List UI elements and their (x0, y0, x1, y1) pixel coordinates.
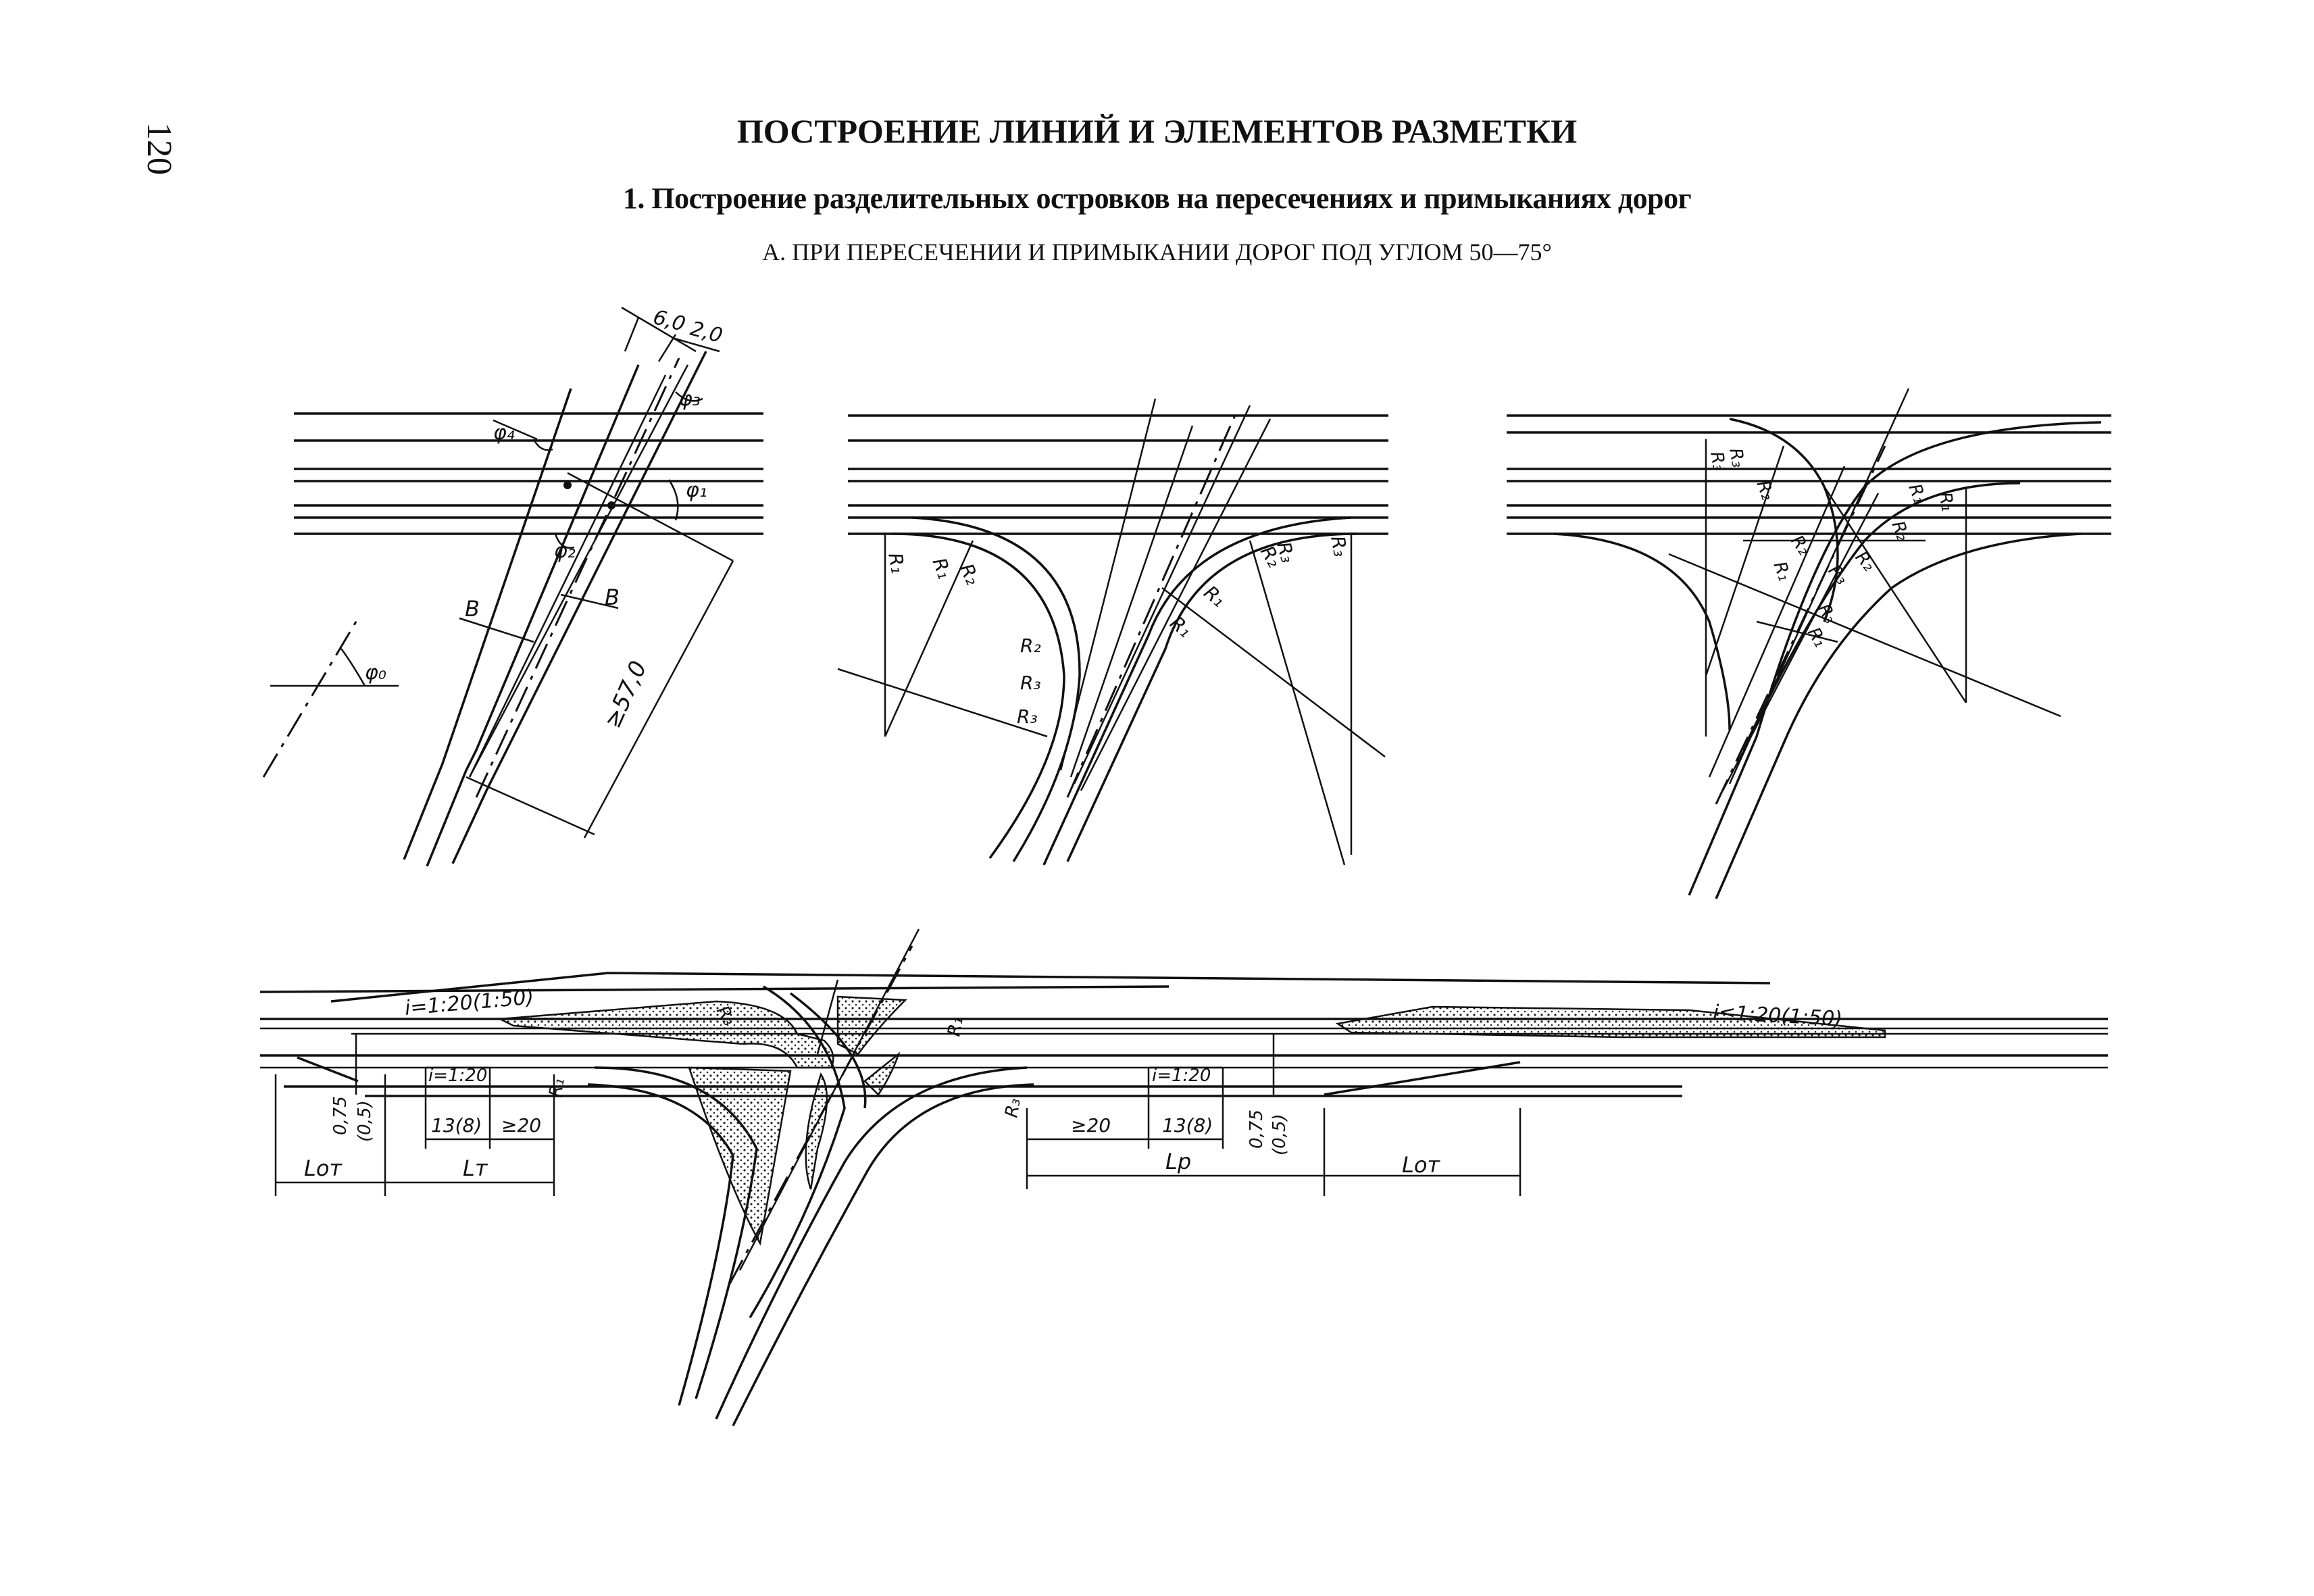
fig1-b-left: B (465, 596, 480, 622)
fig4-l-ot-label: Lот (1402, 1152, 1440, 1178)
page-title: ПОСТРОЕНИЕ ЛИНИЙ И ЭЛЕМЕНТОВ РАЗМЕТКИ (736, 112, 1578, 150)
fig4-slope-label: i=1:20 (428, 1066, 487, 1086)
fig3-r2-label: R₂ (1887, 518, 1913, 543)
fig4-offset-label: 0,75 (330, 1096, 351, 1135)
fig1-secondary-road-lines (403, 306, 734, 867)
fig3-r3-label: R₃ (1725, 447, 1748, 469)
fig4-road-lines (259, 928, 2108, 1426)
fig4-length-label: 13(8) (1162, 1114, 1213, 1137)
fig1-intersection-point (563, 481, 572, 489)
fig2-r3-label: R₃ (1017, 705, 1038, 728)
fig2-r1-label: R₁ (928, 555, 956, 582)
fig4-r3-label: R₃ (1001, 1097, 1024, 1119)
fig1-min-length: ≥57,0 (599, 657, 653, 732)
fig2-r3-label: R₃ (1326, 534, 1352, 558)
fig2-curves (837, 398, 1386, 866)
fig3-r2-label: R₂ (1786, 532, 1814, 559)
case-title: А. ПРИ ПЕРЕСЕЧЕНИИ И ПРИМЫКАНИИ ДОРОГ ПО… (762, 239, 1552, 266)
fig4-r1-label: R₁ (944, 1016, 967, 1038)
fig2-main-road-lines (848, 414, 1388, 535)
fig3-curves (1553, 388, 2102, 899)
fig1-phi4-label: φ₄ (493, 421, 515, 445)
fig4-offset-alt-label: (0,5) (1269, 1114, 1290, 1155)
fig2-r1-label: R₁ (884, 551, 909, 575)
fig3-r3-label: R₃ (1706, 450, 1729, 472)
fig4-l-p-label: Lр (1165, 1149, 1191, 1174)
fig1-b-right: B (605, 584, 620, 610)
fig4-dimension-lines (274, 1034, 1521, 1196)
fig1-dim-6: 6,0 (651, 305, 688, 336)
fig3-r1-label: R₁ (1934, 491, 1957, 513)
figure-2-radius-construction: R₁ R₁ R₂ R₂ R₃ R₃ R₃ R₂ R₃ R₁ R₁ (837, 398, 1388, 866)
fig4-length-label: ≥20 (501, 1114, 541, 1137)
fig1-phi0-label: φ₀ (365, 661, 386, 684)
fig2-r2-label: R₂ (1020, 634, 1041, 657)
fig1-main-road-lines (294, 412, 763, 535)
fig1-angle-arcs (493, 391, 703, 549)
figure-3-multi-radius-construction: R₃ R₃ R₂ R₁ R₁ R₂ R₂ R₁ R₃ R₂ R₃ R₁ (1507, 388, 2111, 899)
section-subtitle: 1. Построение разделительных островков н… (622, 182, 1692, 215)
fig3-r1-label: R₁ (1769, 559, 1794, 584)
fig4-l-ot-label: Lот (304, 1155, 343, 1181)
fig4-length-label: 13(8) (431, 1114, 482, 1137)
fig2-r2-label: R₂ (955, 560, 984, 589)
fig4-offset-alt-label: (0,5) (355, 1100, 375, 1142)
fig4-l-t-label: Lт (463, 1155, 488, 1181)
fig4-length-label: ≥20 (1071, 1114, 1111, 1137)
fig1-phi1-label: φ₁ (686, 478, 707, 502)
fig1-phi0-sketch (262, 618, 399, 778)
fig4-r1-label: R₁ (545, 1076, 568, 1099)
fig1-phi3-label: φ₃ (679, 387, 701, 411)
fig4-slope-label: i=1:20 (1152, 1066, 1211, 1086)
figure-1-angle-construction: 6,0 2,0 φ₄ φ₃ φ₁ φ₂ φ₀ B B ≥57,0 (262, 305, 763, 867)
fig3-r1-label: R₁ (1904, 481, 1930, 506)
figure-4-lane-layout: i=1:20(1:50) i≤1:20(1:50) R₃ R₁ i=1:20 i… (259, 928, 2108, 1426)
fig1-phi2-label: φ₂ (554, 539, 576, 563)
fig3-main-road-lines (1507, 414, 2111, 535)
fig1-intersection-point (607, 501, 615, 509)
fig4-offset-label: 0,75 (1247, 1109, 1267, 1149)
fig2-r3-label: R₃ (1020, 672, 1041, 694)
